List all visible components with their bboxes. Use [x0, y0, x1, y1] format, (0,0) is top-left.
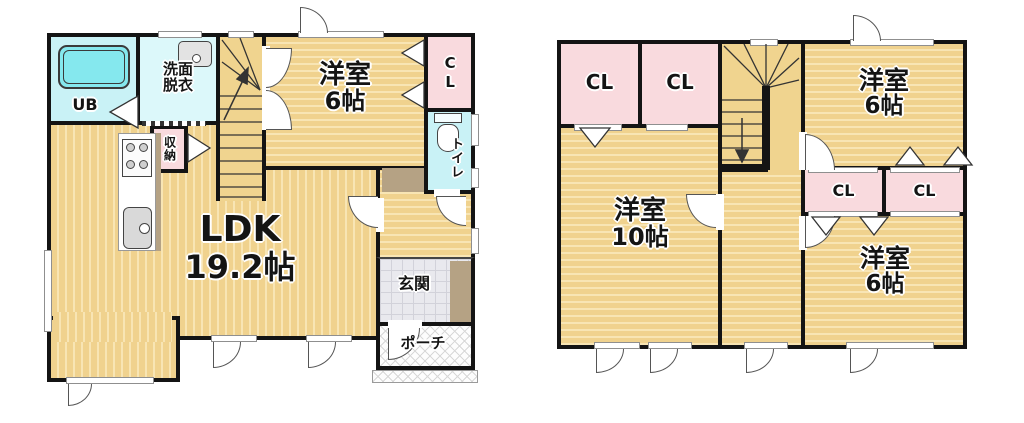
window-hall-right-2 — [471, 228, 479, 254]
label-toilet: トイレ — [448, 137, 464, 179]
closet-bar-mid-right-bottom — [890, 211, 960, 217]
label-closet-1f: CL — [441, 54, 460, 92]
label-closet-2f-mid-left: CL — [832, 181, 855, 201]
closet-2f-mid-right-triangle-b — [942, 145, 974, 166]
toilet-icon — [434, 113, 462, 123]
label-closet-2f-top-left: CL — [585, 70, 614, 95]
label-entrance: 玄関 — [397, 274, 430, 294]
closet-bar-mid-left-top — [808, 167, 878, 173]
closet-2f-mid-right-triangle-a — [894, 145, 926, 166]
label-washroom: 洗面脱衣 — [162, 59, 193, 94]
porch-step — [372, 370, 478, 383]
closet-1f-triangle-a — [400, 38, 425, 68]
window-toilet-right — [471, 114, 479, 146]
burner-icon — [126, 143, 135, 152]
closet-bar-mid-right-top — [890, 167, 960, 173]
faucet-icon — [139, 223, 150, 234]
ldk-connector — [53, 312, 172, 342]
kitchen-counter-edge — [156, 133, 161, 251]
doorway-western-1f — [262, 46, 270, 130]
stove-icon — [122, 139, 152, 177]
doorway-toilet — [434, 189, 460, 197]
room-closet-2f-top-mid — [638, 40, 722, 128]
bathtub-icon — [58, 45, 130, 89]
closet-bar-mid-left-bottom — [808, 211, 878, 217]
burner-icon — [138, 143, 148, 152]
label-closet-2f-mid-right: CL — [913, 181, 936, 201]
window-ldk-left — [44, 250, 52, 332]
burner-icon — [126, 159, 135, 169]
bathtub-inner — [63, 50, 125, 84]
closet-2f-mid-left-triangle-a — [810, 216, 842, 237]
room-closet-1f — [424, 33, 475, 112]
doorway-western-2f-bottom — [799, 216, 807, 250]
kitchen-sink-icon — [123, 207, 152, 249]
basin-drain-icon — [192, 54, 201, 63]
stairs-2f-arrow — [734, 118, 750, 164]
label-ub: UB — [72, 95, 98, 115]
closet-1f-triangle-b — [400, 80, 425, 110]
doorway-ldk — [376, 198, 384, 232]
window-ldk-jut-bottom — [66, 377, 154, 384]
storage-door-triangle — [187, 132, 212, 164]
doorway-western-2f-top — [799, 132, 807, 170]
stairs-2f-bottom-wall — [722, 164, 768, 172]
closet-2f-mid-left-triangle-b — [858, 216, 890, 237]
stairs-2f-treads — [722, 43, 800, 161]
hall-cabinet — [382, 168, 424, 192]
window-stairs-top-2f — [750, 39, 778, 46]
toilet-bowl-icon — [437, 124, 459, 152]
door-triangles — [108, 38, 974, 237]
closet-2f-top-left-triangle — [578, 127, 612, 149]
room-stairs-2f — [722, 44, 801, 170]
window-washroom-top — [158, 31, 202, 38]
washroom-threshold — [142, 121, 206, 126]
washbasin-icon — [178, 41, 212, 67]
doorway-western-2f-left — [716, 194, 724, 230]
window-western-top-1f — [298, 31, 384, 38]
window-w6-bottom-2f — [846, 342, 934, 349]
stairs-1f-treads — [220, 37, 262, 198]
window-stairs-top-1f — [228, 31, 254, 38]
label-porch: ポーチ — [400, 333, 446, 352]
closet-door-bar-top-mid — [646, 124, 688, 131]
window-western-top-2f — [850, 39, 934, 46]
entrance-shoe-cabinet — [450, 261, 471, 322]
label-closet-2f-top-mid: CL — [666, 70, 694, 95]
ub-door-triangle — [108, 94, 139, 130]
doorway-entrance-porch — [388, 320, 422, 328]
window-hall-right-1 — [471, 168, 479, 188]
label-storage: 収納 — [162, 136, 177, 162]
stairs-1f-arrow — [223, 66, 249, 121]
burner-icon — [138, 159, 148, 169]
stairs-2f-divider-wall — [762, 86, 770, 170]
